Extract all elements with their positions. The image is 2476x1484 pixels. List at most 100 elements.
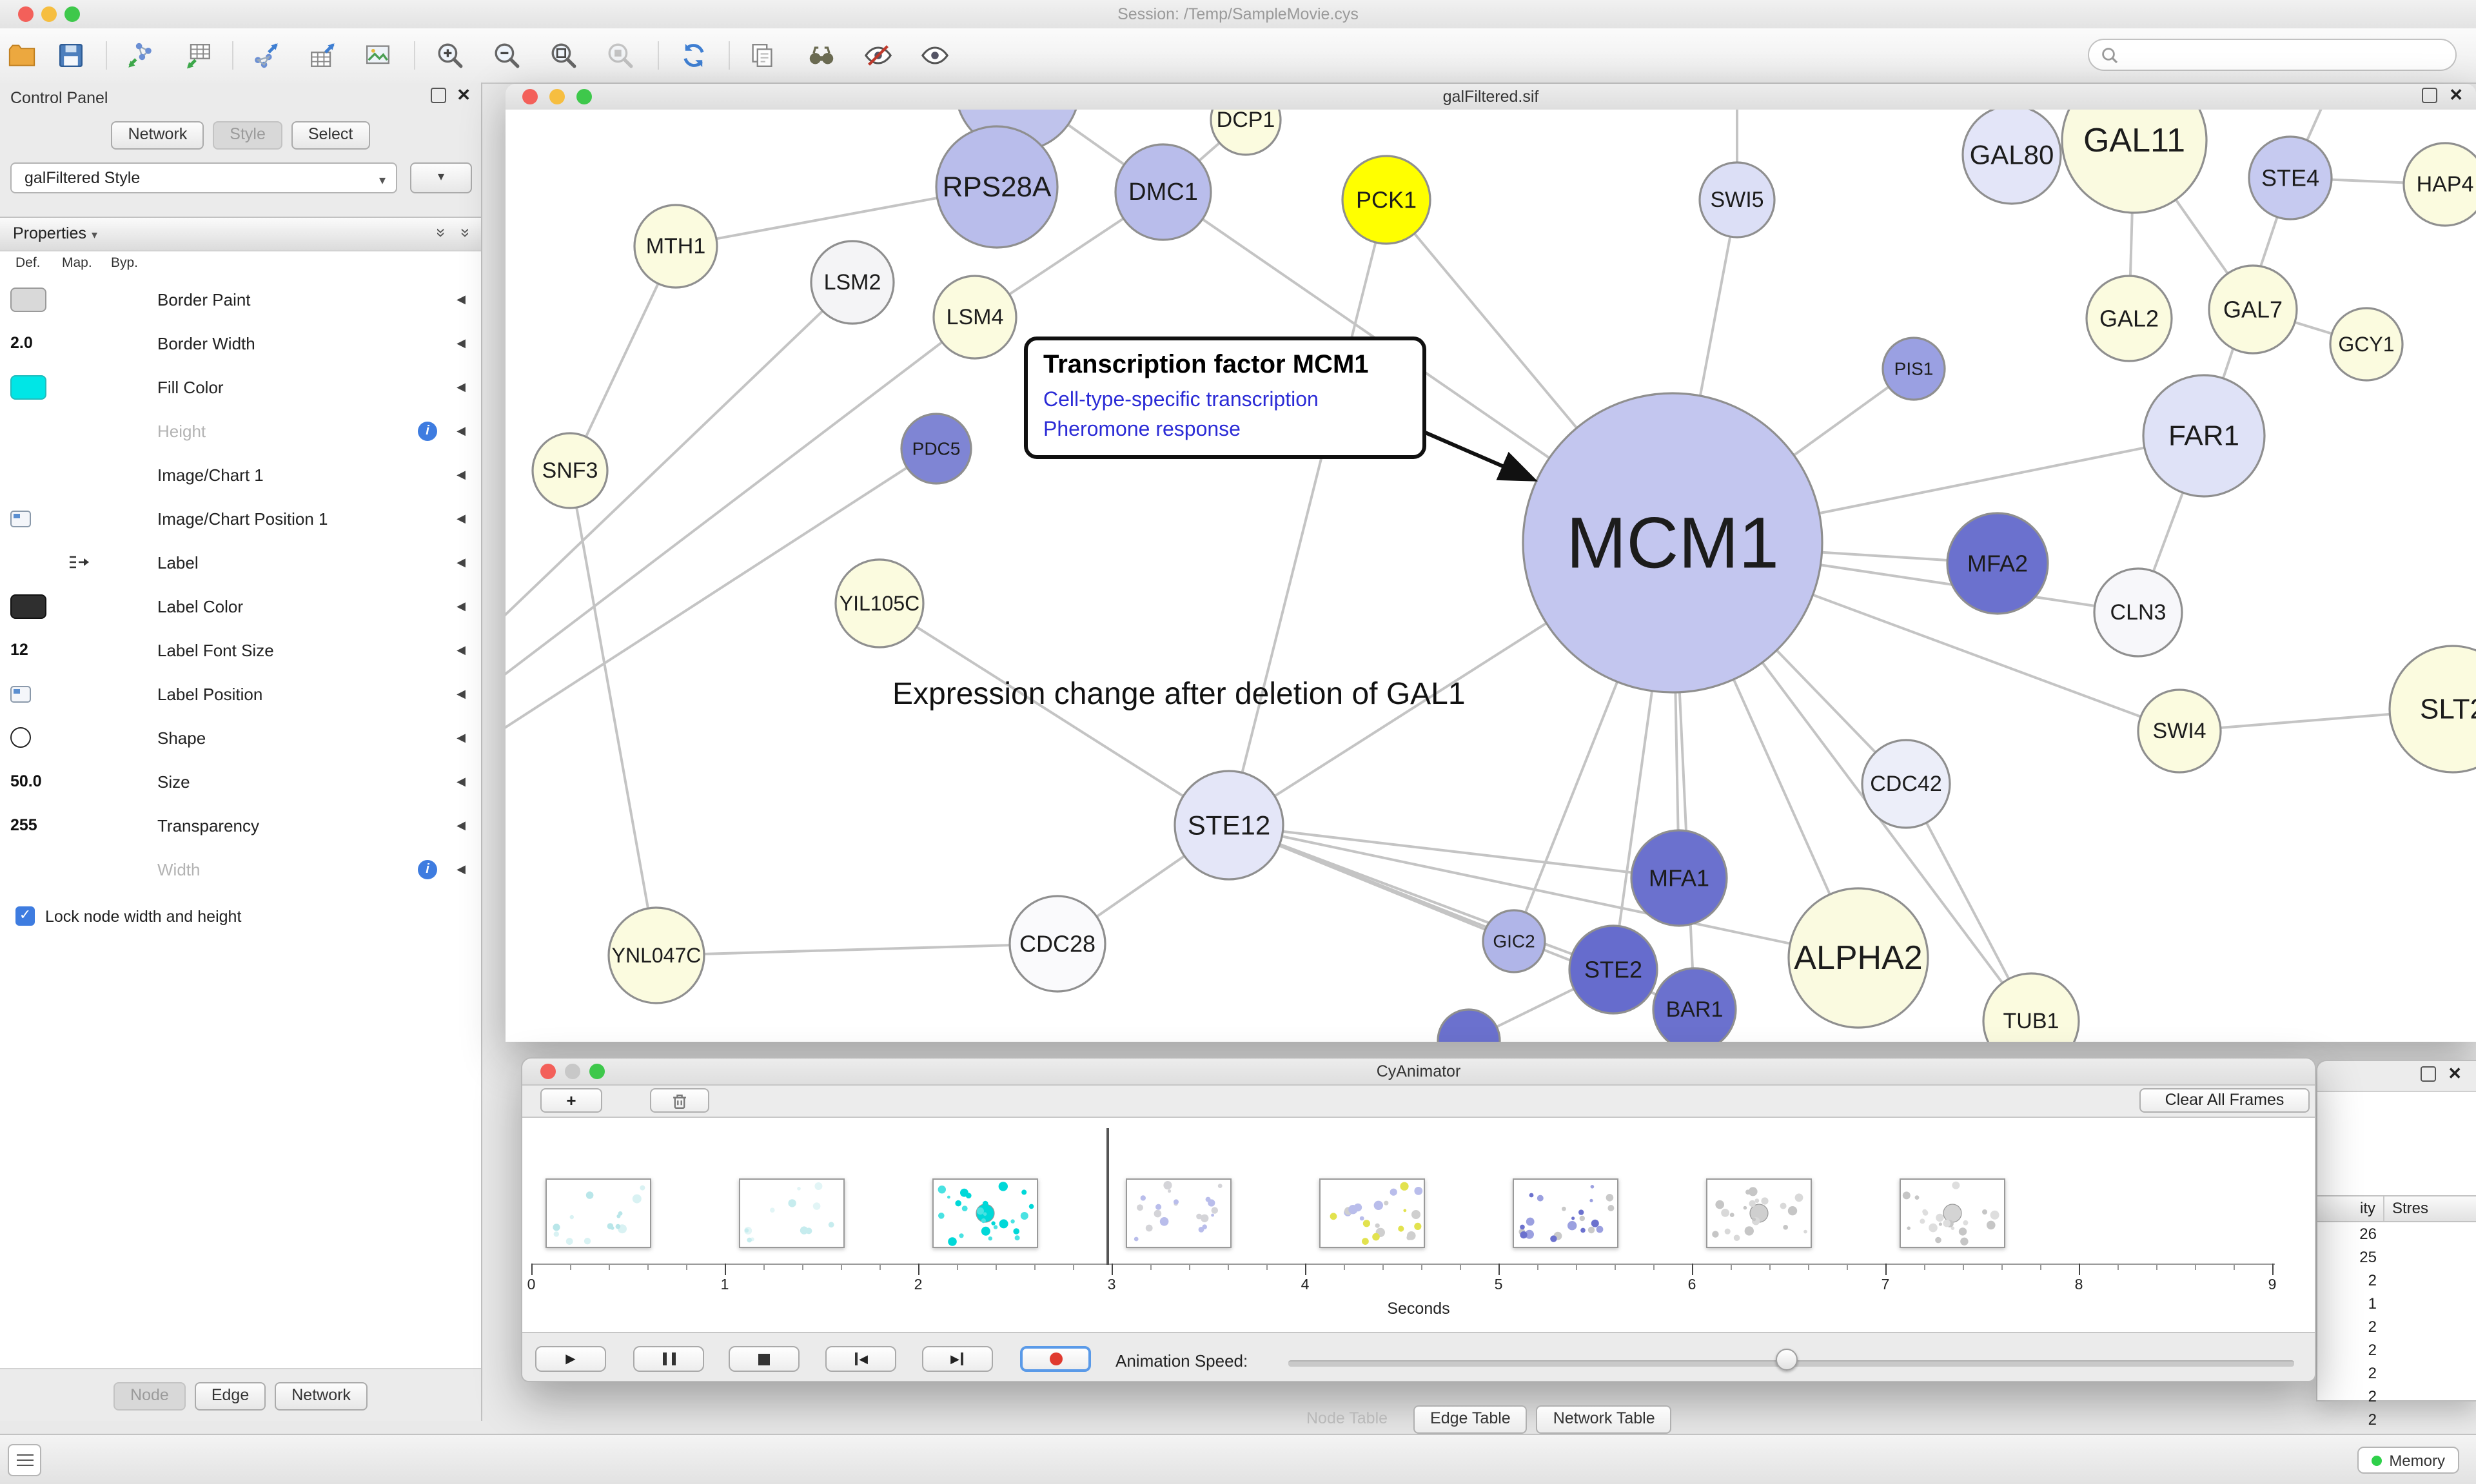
export-network-button[interactable] [246,36,285,75]
table-row[interactable]: 2 [2317,1362,2476,1385]
network-window-titlebar[interactable]: galFiltered.sif ✕ [506,84,2476,111]
frame-thumbnail-0[interactable] [545,1178,651,1248]
graph-node-pis1[interactable] [1882,337,1946,401]
expand-row-icon[interactable]: ◀ [457,599,466,612]
graph-node-gal7[interactable] [2208,264,2298,355]
expand-row-icon[interactable]: ◀ [457,687,466,699]
minimize-view-button[interactable] [549,89,565,104]
close-window-button[interactable] [18,6,34,22]
graph-node-mth1[interactable] [633,204,718,289]
graph-node-slt2[interactable] [2388,645,2476,774]
graph-node-mfa2[interactable] [1946,512,2049,615]
show-all-button[interactable] [916,36,954,75]
graph-node-pck1[interactable] [1341,155,1431,245]
playhead[interactable] [1106,1128,1109,1265]
expand-all-icon[interactable]: « [453,228,473,238]
tab-style[interactable]: Style [213,121,282,150]
property-row-label[interactable]: Label◀ [0,540,481,584]
animator-titlebar[interactable]: CyAnimator [522,1059,2315,1086]
property-row-label-position[interactable]: Label Position◀ [0,672,481,716]
float-panel-icon[interactable] [431,88,447,103]
minimize-window-button[interactable] [41,6,57,22]
graph-node-cln3[interactable] [2093,567,2183,658]
table-row[interactable]: 25 [2317,1245,2476,1269]
tab-edge-table[interactable]: Edge Table [1413,1405,1528,1434]
hide-selected-button[interactable] [859,36,898,75]
zoom-in-button[interactable] [431,36,469,75]
expand-row-icon[interactable]: ◀ [457,424,466,436]
graph-node-bar1[interactable] [1652,967,1737,1042]
graph-edge[interactable] [1228,824,1859,959]
close-panel-icon[interactable]: ✕ [457,85,471,104]
zoom-window-button[interactable] [64,6,80,22]
first-neighbors-button[interactable] [802,36,841,75]
table-row[interactable]: 2 [2317,1385,2476,1408]
graph-edge[interactable] [1228,824,1680,879]
minimize-animator-button[interactable] [565,1064,580,1079]
graph-node-ste4[interactable] [2248,135,2333,220]
show-panels-button[interactable] [8,1444,41,1476]
annotation-link-1[interactable]: Cell-type-specific transcription [1043,389,1319,411]
column-header-stress[interactable]: Stres [2392,1199,2429,1217]
open-session-button[interactable] [3,36,41,75]
column-header-centrality[interactable]: ity [2317,1196,2384,1221]
close-table-icon[interactable]: ✕ [2448,1064,2462,1083]
property-row-fill-color[interactable]: Fill Color◀ [0,365,481,409]
import-table-button[interactable] [179,36,218,75]
graph-node-pdc5[interactable] [900,413,972,485]
tab-network[interactable]: Network [111,121,204,150]
mcm1-annotation[interactable]: Transcription factor MCM1 Cell-type-spec… [1024,337,1426,460]
table-row[interactable]: 2 [2317,1315,2476,1338]
clear-all-frames-button[interactable]: Clear All Frames [2139,1088,2310,1113]
graph-edge[interactable] [878,602,1230,826]
tab-network-style[interactable]: Network [275,1382,368,1411]
property-row-border-paint[interactable]: Border Paint◀ [0,277,481,321]
graph-edge[interactable] [569,470,658,956]
copy-button[interactable] [743,36,781,75]
search-input[interactable] [2120,41,2455,69]
close-view-button[interactable] [522,89,538,104]
expand-row-icon[interactable]: ◀ [457,292,466,305]
graph-node-mcm1[interactable] [1522,392,1823,694]
tab-edge-style[interactable]: Edge [194,1382,266,1411]
graph-node-swi5[interactable] [1698,161,1776,239]
collapse-all-icon[interactable]: » [431,228,451,238]
float-table-icon[interactable] [2421,1066,2437,1082]
graph-edge[interactable] [506,281,854,664]
graph-node-far1[interactable] [2142,374,2266,498]
tab-select[interactable]: Select [291,121,370,150]
property-row-image-chart-1[interactable]: Image/Chart 1◀ [0,453,481,496]
export-image-button[interactable] [359,36,397,75]
tab-network-table[interactable]: Network Table [1536,1405,1672,1434]
animation-speed-handle[interactable] [1776,1349,1798,1371]
graph-node-snf3[interactable] [531,432,609,509]
properties-header[interactable]: Properties▾ » « [0,217,481,253]
zoom-view-button[interactable] [576,89,592,104]
graph-node-tub1[interactable] [1982,972,2080,1042]
graph-node-gcy1[interactable] [2329,307,2404,382]
frame-thumbnail-3[interactable] [1126,1178,1232,1248]
graph-node-rps28a[interactable] [935,125,1059,249]
graph-node-ynl047c[interactable] [607,906,705,1004]
property-row-shape[interactable]: Shape◀ [0,716,481,759]
graph-node-mfa1[interactable] [1630,829,1728,927]
record-button[interactable] [1020,1346,1091,1372]
property-row-label-color[interactable]: Label Color◀ [0,584,481,628]
frame-thumbnail-7[interactable] [1900,1178,2005,1248]
table-row[interactable]: 26 [2317,1222,2476,1245]
add-frame-button[interactable]: + [540,1088,602,1113]
graph-node-gal80[interactable] [1961,110,2062,205]
close-view-icon[interactable]: ✕ [2449,85,2463,104]
frame-thumbnail-5[interactable] [1513,1178,1618,1248]
graph-edge[interactable] [506,316,976,713]
graph-node-gal11[interactable] [2061,110,2208,214]
graph-node-hidden[interactable] [1437,1008,1501,1042]
zoom-out-button[interactable] [487,36,526,75]
fit-content-button[interactable] [544,36,583,75]
expand-row-icon[interactable]: ◀ [457,818,466,831]
frame-thumbnail-1[interactable] [739,1178,845,1248]
